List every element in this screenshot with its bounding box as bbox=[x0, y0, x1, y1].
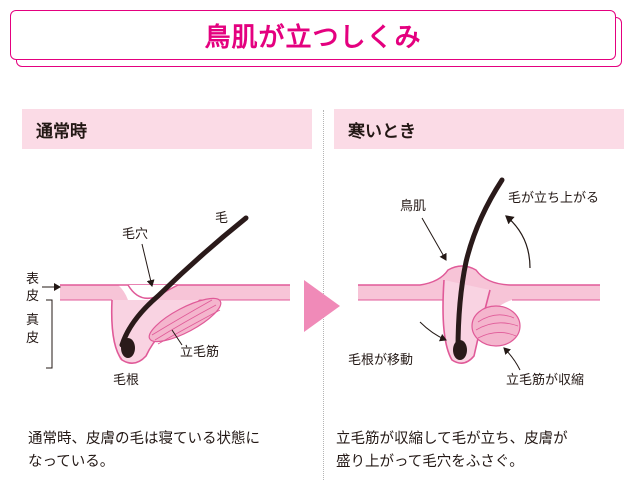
caption-cold: 立毛筋が収縮して毛が立ち、皮膚が 盛り上がって毛穴をふさぐ。 bbox=[336, 428, 632, 474]
caption-normal-line-1: 通常時、皮膚の毛は寝ている状態に bbox=[28, 431, 260, 447]
label-pore: 毛穴 bbox=[122, 227, 148, 242]
transition-arrow bbox=[304, 280, 340, 332]
label-root: 毛根 bbox=[113, 373, 139, 388]
muscle-normal bbox=[148, 297, 222, 345]
header-normal-label: 通常時 bbox=[36, 121, 87, 142]
label-muscle: 立毛筋 bbox=[180, 344, 219, 360]
label-muscle-contracts: 立毛筋が収縮 bbox=[506, 372, 584, 388]
caption-normal-line-2: なっている。 bbox=[28, 454, 115, 470]
label-hair-rises: 毛が立ち上がる bbox=[508, 191, 599, 206]
page-title: 鳥肌が立つしくみ bbox=[204, 22, 422, 53]
label-root-moves: 毛根が移動 bbox=[348, 353, 413, 368]
caption-cold-line-1: 立毛筋が収縮して毛が立ち、皮膚が bbox=[336, 431, 568, 447]
label-epidermis-1: 表 bbox=[26, 272, 39, 287]
title-box: 鳥肌が立つしくみ bbox=[10, 10, 616, 60]
label-dermis-2: 皮 bbox=[26, 331, 39, 346]
label-epidermis-2: 皮 bbox=[26, 289, 39, 304]
label-goosebump: 鳥肌 bbox=[400, 199, 426, 214]
header-cold-label: 寒いとき bbox=[348, 121, 416, 142]
caption-normal: 通常時、皮膚の毛は寝ている状態に なっている。 bbox=[28, 428, 324, 474]
header-cold: 寒いとき bbox=[334, 109, 624, 149]
header-normal: 通常時 bbox=[22, 109, 312, 149]
muscle-cold bbox=[471, 305, 521, 347]
label-hair: 毛 bbox=[215, 211, 228, 226]
label-dermis-1: 真 bbox=[26, 313, 39, 328]
hair-cold bbox=[453, 177, 505, 360]
hair-normal bbox=[119, 215, 249, 358]
caption-cold-line-2: 盛り上がって毛穴をふさぐ。 bbox=[336, 454, 524, 470]
